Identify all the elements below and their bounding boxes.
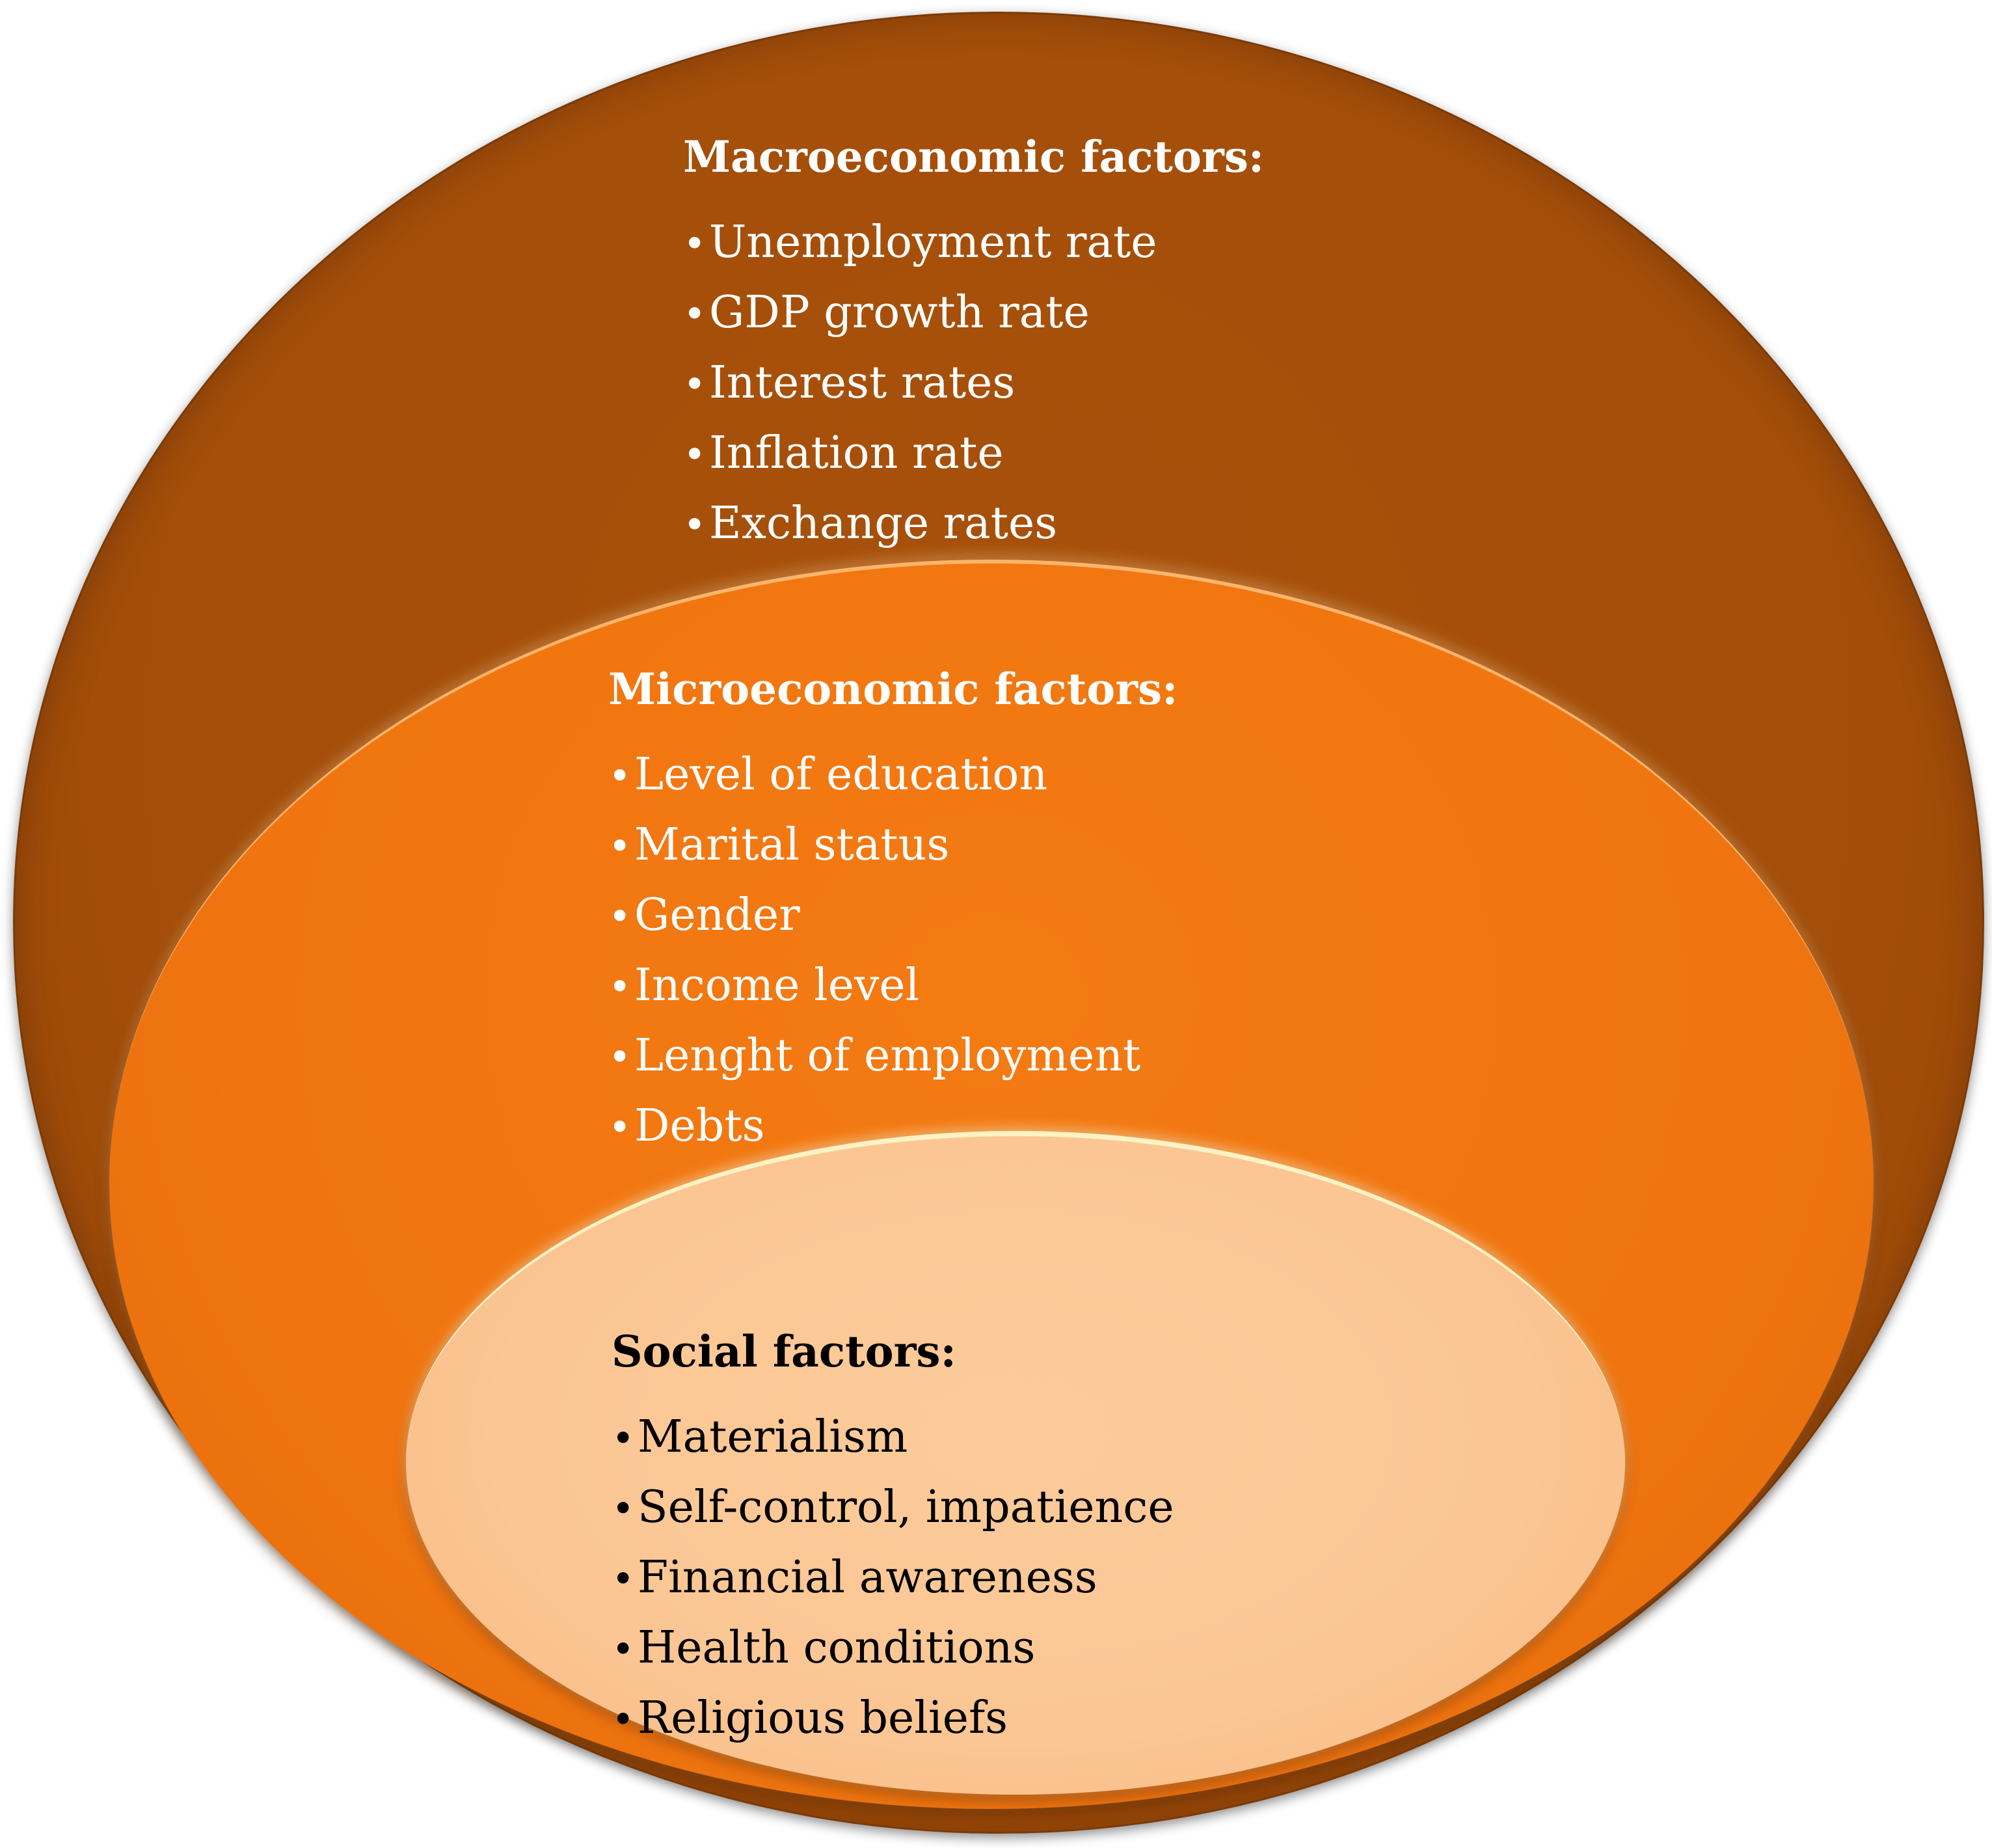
list-item-label: Marital status: [634, 819, 950, 871]
list-item: •Health conditions: [612, 1614, 1174, 1684]
list-item-label: Lenght of employment: [634, 1030, 1141, 1081]
list-item-label: Materialism: [638, 1411, 908, 1463]
bullet-icon: •: [683, 502, 707, 548]
microeconomic-list: •Level of education •Marital status •Gen…: [608, 741, 1178, 1162]
social-title: Social factors:: [612, 1326, 956, 1377]
bullet-icon: •: [683, 292, 707, 337]
list-item-label: Debts: [634, 1100, 765, 1152]
bullet-icon: •: [608, 1105, 632, 1150]
list-item: •Interest rates: [683, 349, 1264, 419]
list-item: •Marital status: [608, 811, 1178, 881]
bullet-icon: •: [608, 1035, 632, 1080]
bullet-icon: •: [612, 1556, 635, 1602]
bullet-icon: •: [608, 894, 632, 940]
bullet-icon: •: [683, 432, 707, 478]
list-item: •Lenght of employment: [608, 1022, 1178, 1092]
bullet-icon: •: [612, 1697, 635, 1743]
list-item: •Income level: [608, 951, 1178, 1022]
bullet-icon: •: [683, 362, 707, 407]
macroeconomic-list: •Unemployment rate •GDP growth rate •Int…: [683, 208, 1264, 560]
bullet-icon: •: [612, 1416, 635, 1461]
bullet-icon: •: [608, 824, 632, 869]
list-item: •Financial awareness: [612, 1543, 1174, 1614]
list-item-label: Financial awareness: [638, 1552, 1097, 1603]
list-item: •Level of education: [608, 741, 1178, 811]
list-item-label: Inflation rate: [709, 428, 1004, 479]
microeconomic-title: Microeconomic factors:: [608, 664, 1178, 714]
bullet-icon: •: [608, 964, 632, 1010]
bullet-icon: •: [608, 754, 632, 799]
bullet-icon: •: [683, 221, 707, 267]
list-item-label: Level of education: [634, 749, 1048, 800]
social-group: Social factors: •Materialism •Self-contr…: [612, 1330, 1174, 1754]
list-item-label: Exchange rates: [709, 498, 1058, 549]
list-item-label: Self-control, impatience: [638, 1482, 1174, 1533]
list-item-label: Interest rates: [709, 357, 1016, 409]
macroeconomic-title: Macroeconomic factors:: [683, 131, 1265, 182]
bullet-icon: •: [612, 1627, 635, 1672]
list-item-label: Religious beliefs: [638, 1692, 1008, 1744]
list-item: •Religious beliefs: [612, 1684, 1174, 1754]
list-item-label: Gender: [634, 890, 800, 941]
bullet-icon: •: [612, 1486, 635, 1532]
list-item: •Materialism: [612, 1403, 1174, 1473]
list-item: •Exchange rates: [683, 489, 1264, 560]
list-item-label: Health conditions: [638, 1622, 1036, 1674]
list-item: •Gender: [608, 881, 1178, 951]
list-item: •Unemployment rate: [683, 208, 1264, 279]
list-item-label: Income level: [634, 960, 920, 1011]
social-ellipse: [406, 1131, 1625, 1795]
microeconomic-group: Microeconomic factors: •Level of educati…: [608, 668, 1178, 1162]
list-item: •Inflation rate: [683, 419, 1264, 489]
list-item: •Self-control, impatience: [612, 1473, 1174, 1543]
list-item: •GDP growth rate: [683, 279, 1264, 349]
macroeconomic-group: Macroeconomic factors: •Unemployment rat…: [683, 135, 1264, 560]
list-item: •Debts: [608, 1092, 1178, 1162]
list-item-label: GDP growth rate: [709, 287, 1090, 338]
social-list: •Materialism •Self-control, impatience •…: [612, 1403, 1174, 1754]
list-item-label: Unemployment rate: [709, 217, 1157, 268]
